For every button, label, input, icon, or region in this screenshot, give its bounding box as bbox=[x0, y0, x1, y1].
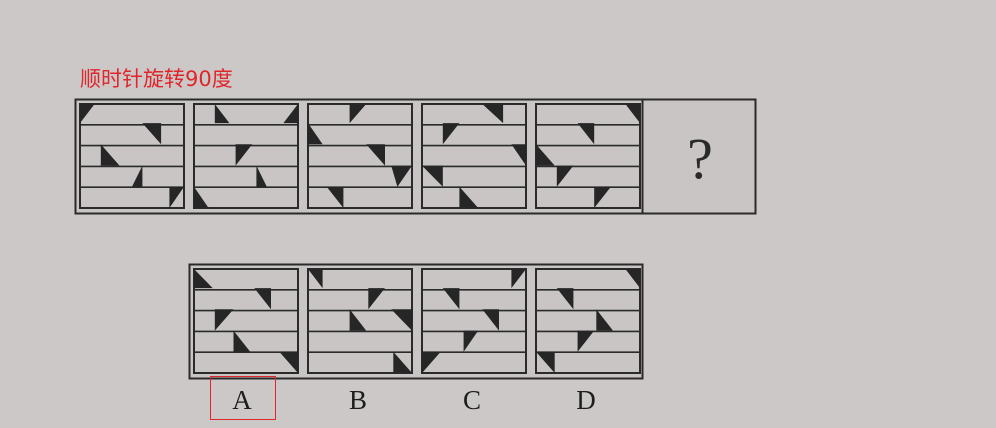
option-panel-a bbox=[193, 268, 299, 374]
question-panel-5 bbox=[535, 103, 641, 209]
triangle-mark bbox=[594, 186, 611, 208]
question-mark: ? bbox=[687, 126, 713, 191]
triangle-mark bbox=[463, 330, 479, 352]
annotation-text: 顺时针旋转90度 bbox=[80, 67, 233, 91]
triangle-mark bbox=[256, 165, 267, 187]
panel-border bbox=[307, 103, 413, 209]
triangle-mark bbox=[235, 144, 253, 166]
triangle-mark bbox=[442, 288, 460, 310]
panel-border bbox=[535, 103, 641, 209]
triangle-mark bbox=[391, 165, 412, 187]
option-panel-d bbox=[535, 268, 641, 374]
question-row-panels bbox=[79, 103, 641, 209]
panel-border bbox=[193, 103, 299, 209]
triangle-mark bbox=[442, 123, 460, 145]
triangle-mark bbox=[422, 165, 443, 187]
panel-border bbox=[421, 268, 527, 374]
triangle-mark bbox=[142, 123, 162, 145]
triangle-mark bbox=[132, 165, 143, 187]
options-row-panels bbox=[193, 268, 641, 374]
triangle-mark bbox=[283, 104, 298, 124]
panel-border bbox=[193, 268, 299, 374]
question-panel-2 bbox=[193, 103, 299, 209]
triangle-mark bbox=[194, 186, 209, 208]
option-label-c[interactable]: C bbox=[462, 385, 481, 415]
option-label-b[interactable]: B bbox=[348, 385, 367, 415]
option-label-a[interactable]: A bbox=[232, 385, 252, 415]
triangle-mark bbox=[308, 123, 323, 145]
triangle-mark bbox=[279, 351, 298, 373]
triangle-mark bbox=[511, 144, 526, 166]
panel-border bbox=[79, 103, 185, 209]
triangle-mark bbox=[349, 309, 367, 331]
triangle-mark bbox=[536, 144, 555, 166]
option-panel-c bbox=[421, 268, 527, 374]
triangle-mark bbox=[482, 309, 499, 331]
triangle-mark bbox=[169, 186, 184, 208]
triangle-mark bbox=[214, 309, 234, 331]
question-panel-3 bbox=[307, 103, 413, 209]
question-panel-1 bbox=[79, 103, 185, 209]
selected-answer-box bbox=[210, 376, 276, 420]
option-panel-b bbox=[307, 268, 413, 374]
question-panel-4 bbox=[421, 103, 527, 209]
option-label-d[interactable]: D bbox=[576, 385, 596, 415]
triangle-mark bbox=[349, 104, 367, 124]
panel-border bbox=[421, 103, 527, 209]
